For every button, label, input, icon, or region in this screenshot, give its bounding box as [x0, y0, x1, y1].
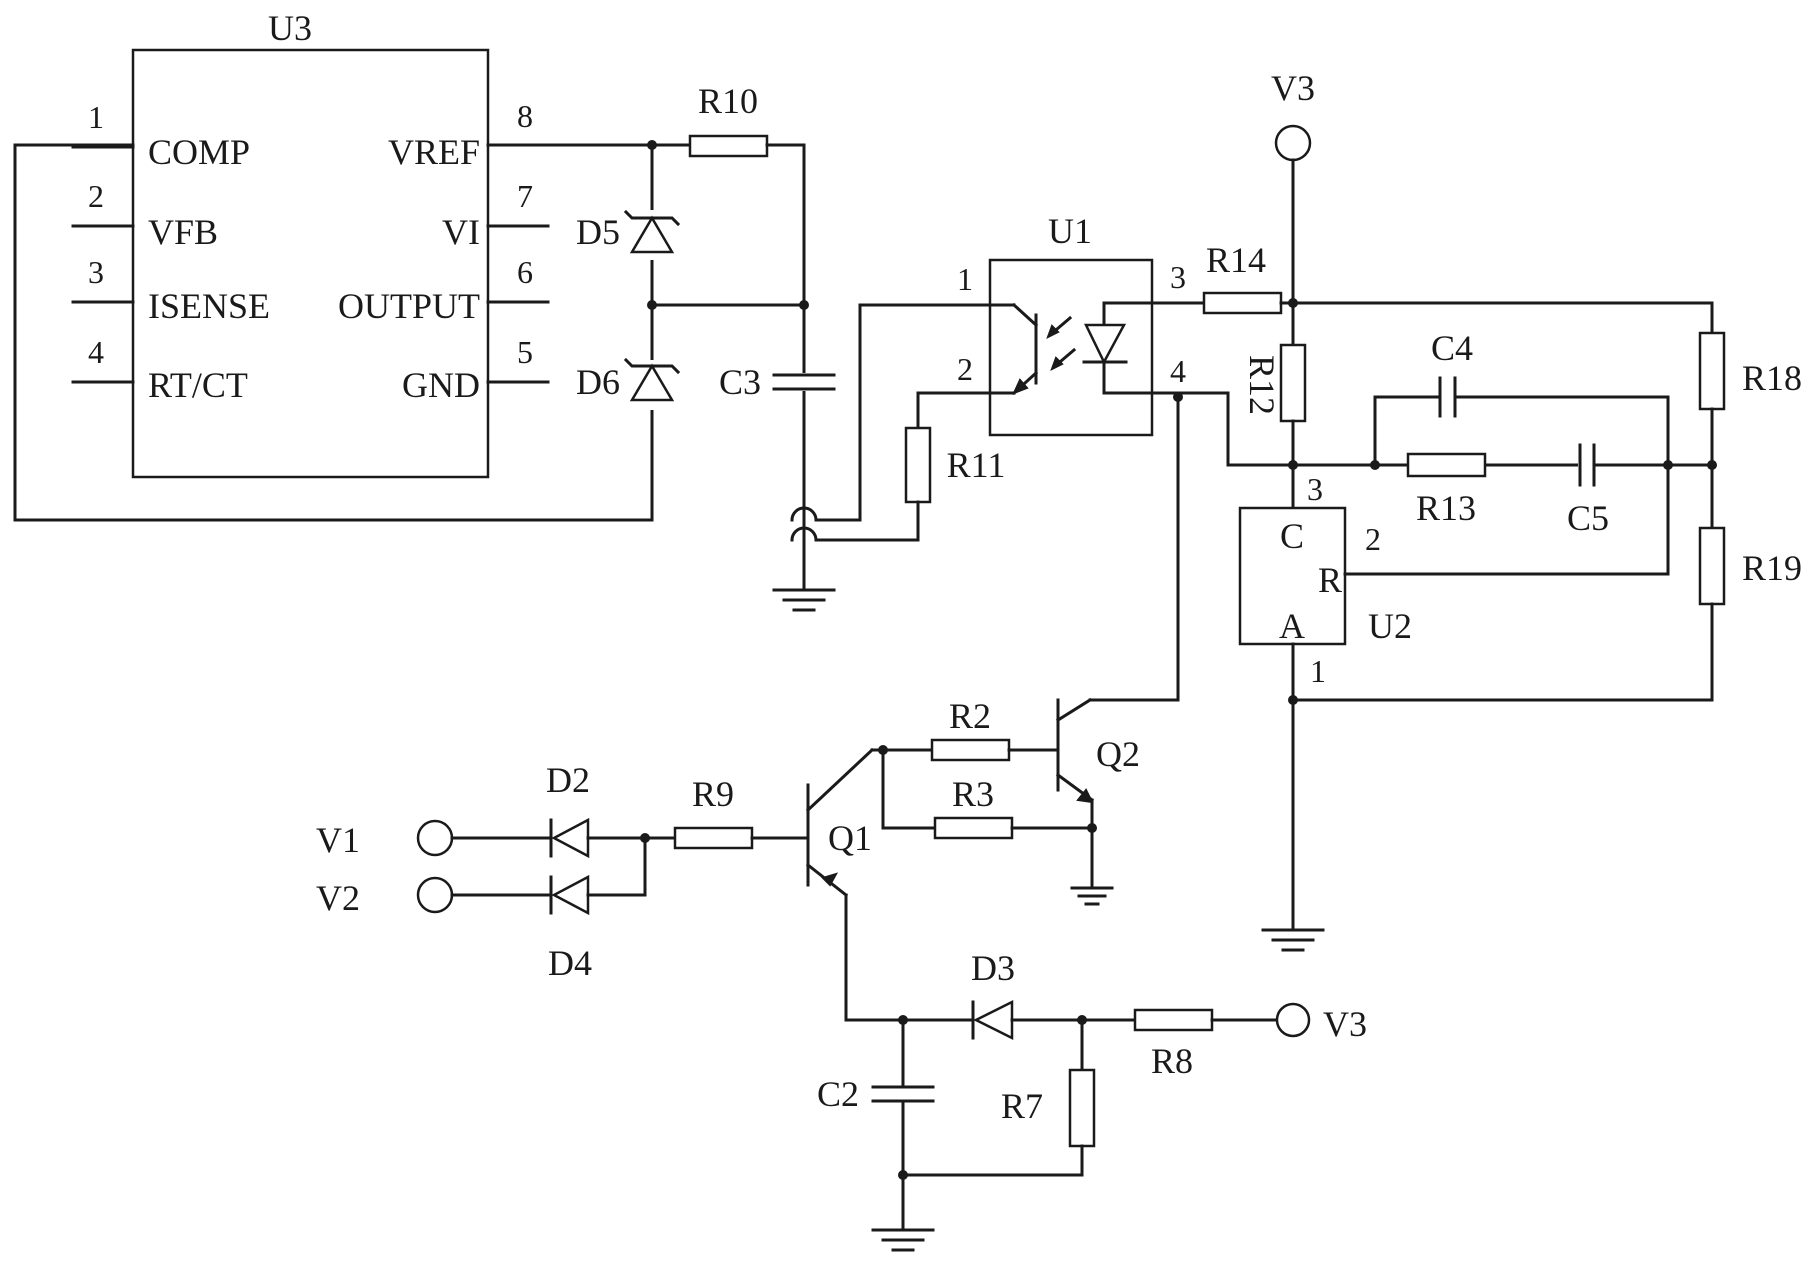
resistor-r7-group: R7 — [901, 1018, 1096, 1177]
r12-label: R12 — [1242, 355, 1282, 415]
q2-label: Q2 — [1096, 734, 1140, 774]
resistor-r13 — [1406, 452, 1487, 478]
u2-pin-a: A — [1279, 606, 1305, 646]
u3-pin-gnd: GND — [402, 365, 480, 405]
resistor-r3 — [933, 816, 1014, 840]
resistor-r9 — [673, 826, 754, 850]
u3-pin-vref: VREF — [388, 132, 480, 172]
resistor-r8-group: V3 R8 — [1133, 1002, 1367, 1081]
u3-pin8-number: 8 — [517, 98, 533, 134]
diode-d2: D2 — [546, 760, 677, 859]
resistor-r14 — [1202, 291, 1283, 315]
resistor-r10 — [688, 134, 769, 158]
u3-pin-output: OUTPUT — [338, 286, 480, 326]
u2-pin-r-number: 2 — [1365, 521, 1381, 557]
v3-top-terminal: V3 — [1271, 68, 1315, 347]
r10-label: R10 — [698, 81, 758, 121]
d6-label: D6 — [576, 362, 620, 402]
input-sources: V1 V2 — [316, 819, 552, 918]
diode-d6: D6 — [576, 357, 681, 410]
divider-r18-r19: R18 R19 — [1291, 301, 1802, 702]
resistor-r19 — [1698, 526, 1726, 606]
capacitor-c2: C2 — [817, 1018, 935, 1252]
r8-label: R8 — [1151, 1041, 1193, 1081]
u2-pin-c-number: 3 — [1307, 471, 1323, 507]
u3-pin-vi: VI — [442, 212, 480, 252]
d2-label: D2 — [546, 760, 590, 800]
v2-label: V2 — [316, 878, 360, 918]
d4-label: D4 — [548, 943, 592, 983]
v3-bottom-label: V3 — [1323, 1004, 1367, 1044]
u3-pin-isense: ISENSE — [148, 286, 270, 326]
c2-label: C2 — [817, 1074, 859, 1114]
u3-pin2-number: 2 — [88, 178, 104, 214]
u3-pin7-number: 7 — [517, 178, 533, 214]
ground-u2 — [1261, 928, 1325, 952]
r2-label: R2 — [949, 696, 991, 736]
diode-d3: D3 — [898, 948, 1137, 1041]
resistor-r11 — [904, 426, 932, 504]
d5-label: D5 — [576, 212, 620, 252]
transistor-q2: Q2 — [1055, 697, 1140, 830]
r14-label: R14 — [1206, 240, 1266, 280]
optocoupler-u1: U1 1 2 3 4 — [957, 211, 1186, 437]
u1-ref: U1 — [1048, 211, 1092, 251]
u3-pin5-number: 5 — [517, 334, 533, 370]
resistor-r18 — [1698, 331, 1726, 411]
c5-label: C5 — [1567, 498, 1609, 538]
r9-label: R9 — [692, 774, 734, 814]
transistor-q1: Q1 — [805, 747, 905, 1022]
resistor-r12-group: R12 — [1242, 343, 1307, 510]
u3-pin-rtct: RT/CT — [148, 365, 248, 405]
u1-pin4-wiring — [1088, 391, 1298, 702]
wire-comp-loop — [13, 143, 654, 522]
compensation-network: C4 R13 C5 — [1291, 328, 1717, 538]
resistor-r8 — [1133, 1008, 1214, 1032]
r19-label: R19 — [1742, 548, 1802, 588]
r7-label: R7 — [1001, 1086, 1043, 1126]
u1-pin2: 2 — [957, 351, 973, 387]
u3-pin6-number: 6 — [517, 254, 533, 290]
u3-pin3-number: 3 — [88, 254, 104, 290]
u1-pin4: 4 — [1170, 353, 1186, 389]
resistor-r12 — [1279, 343, 1307, 423]
u3-pin4-number: 4 — [88, 334, 104, 370]
diode-d5: D5 — [576, 209, 681, 260]
u3-pin-vfb: VFB — [148, 212, 218, 252]
u2-ref: U2 — [1368, 606, 1412, 646]
u2-pin-a-number: 1 — [1310, 653, 1326, 689]
u3-pin1-number: 1 — [88, 99, 104, 135]
r13-label: R13 — [1416, 488, 1476, 528]
u1-pin3: 3 — [1170, 259, 1186, 295]
d3-label: D3 — [971, 948, 1015, 988]
resistor-r7 — [1068, 1068, 1096, 1148]
resistor-r14-group: R14 — [1150, 240, 1714, 315]
r18-label: R18 — [1742, 358, 1802, 398]
r3-label: R3 — [952, 774, 994, 814]
u3-pin-comp: COMP — [148, 132, 250, 172]
u1-pin1: 1 — [957, 261, 973, 297]
v3-top-label: V3 — [1271, 68, 1315, 108]
diode-d4: D4 — [548, 833, 650, 983]
regulator-u2: 3 C 2 R A U2 1 — [1238, 463, 1670, 932]
u3-ref: U3 — [268, 8, 312, 48]
resistor-r2 — [930, 738, 1011, 762]
resistor-r9-group: R9 — [673, 774, 810, 850]
vref-network: R10 — [486, 81, 809, 522]
ic-u3: U3 1 2 3 4 COMP VFB ISENSE RT/CT 8 7 6 5… — [71, 8, 550, 479]
r11-label: R11 — [947, 445, 1006, 485]
capacitor-c3: C3 — [719, 362, 840, 402]
u1-input-wiring: R11 — [790, 303, 1006, 542]
c4-label: C4 — [1431, 328, 1473, 368]
u2-pin-r: R — [1318, 560, 1342, 600]
q1-label: Q1 — [828, 818, 872, 858]
c3-label: C3 — [719, 362, 761, 402]
q2-base-network: R2 R3 — [878, 696, 1114, 906]
ground-left — [772, 518, 836, 612]
u2-pin-c: C — [1280, 516, 1304, 556]
v1-label: V1 — [316, 820, 360, 860]
